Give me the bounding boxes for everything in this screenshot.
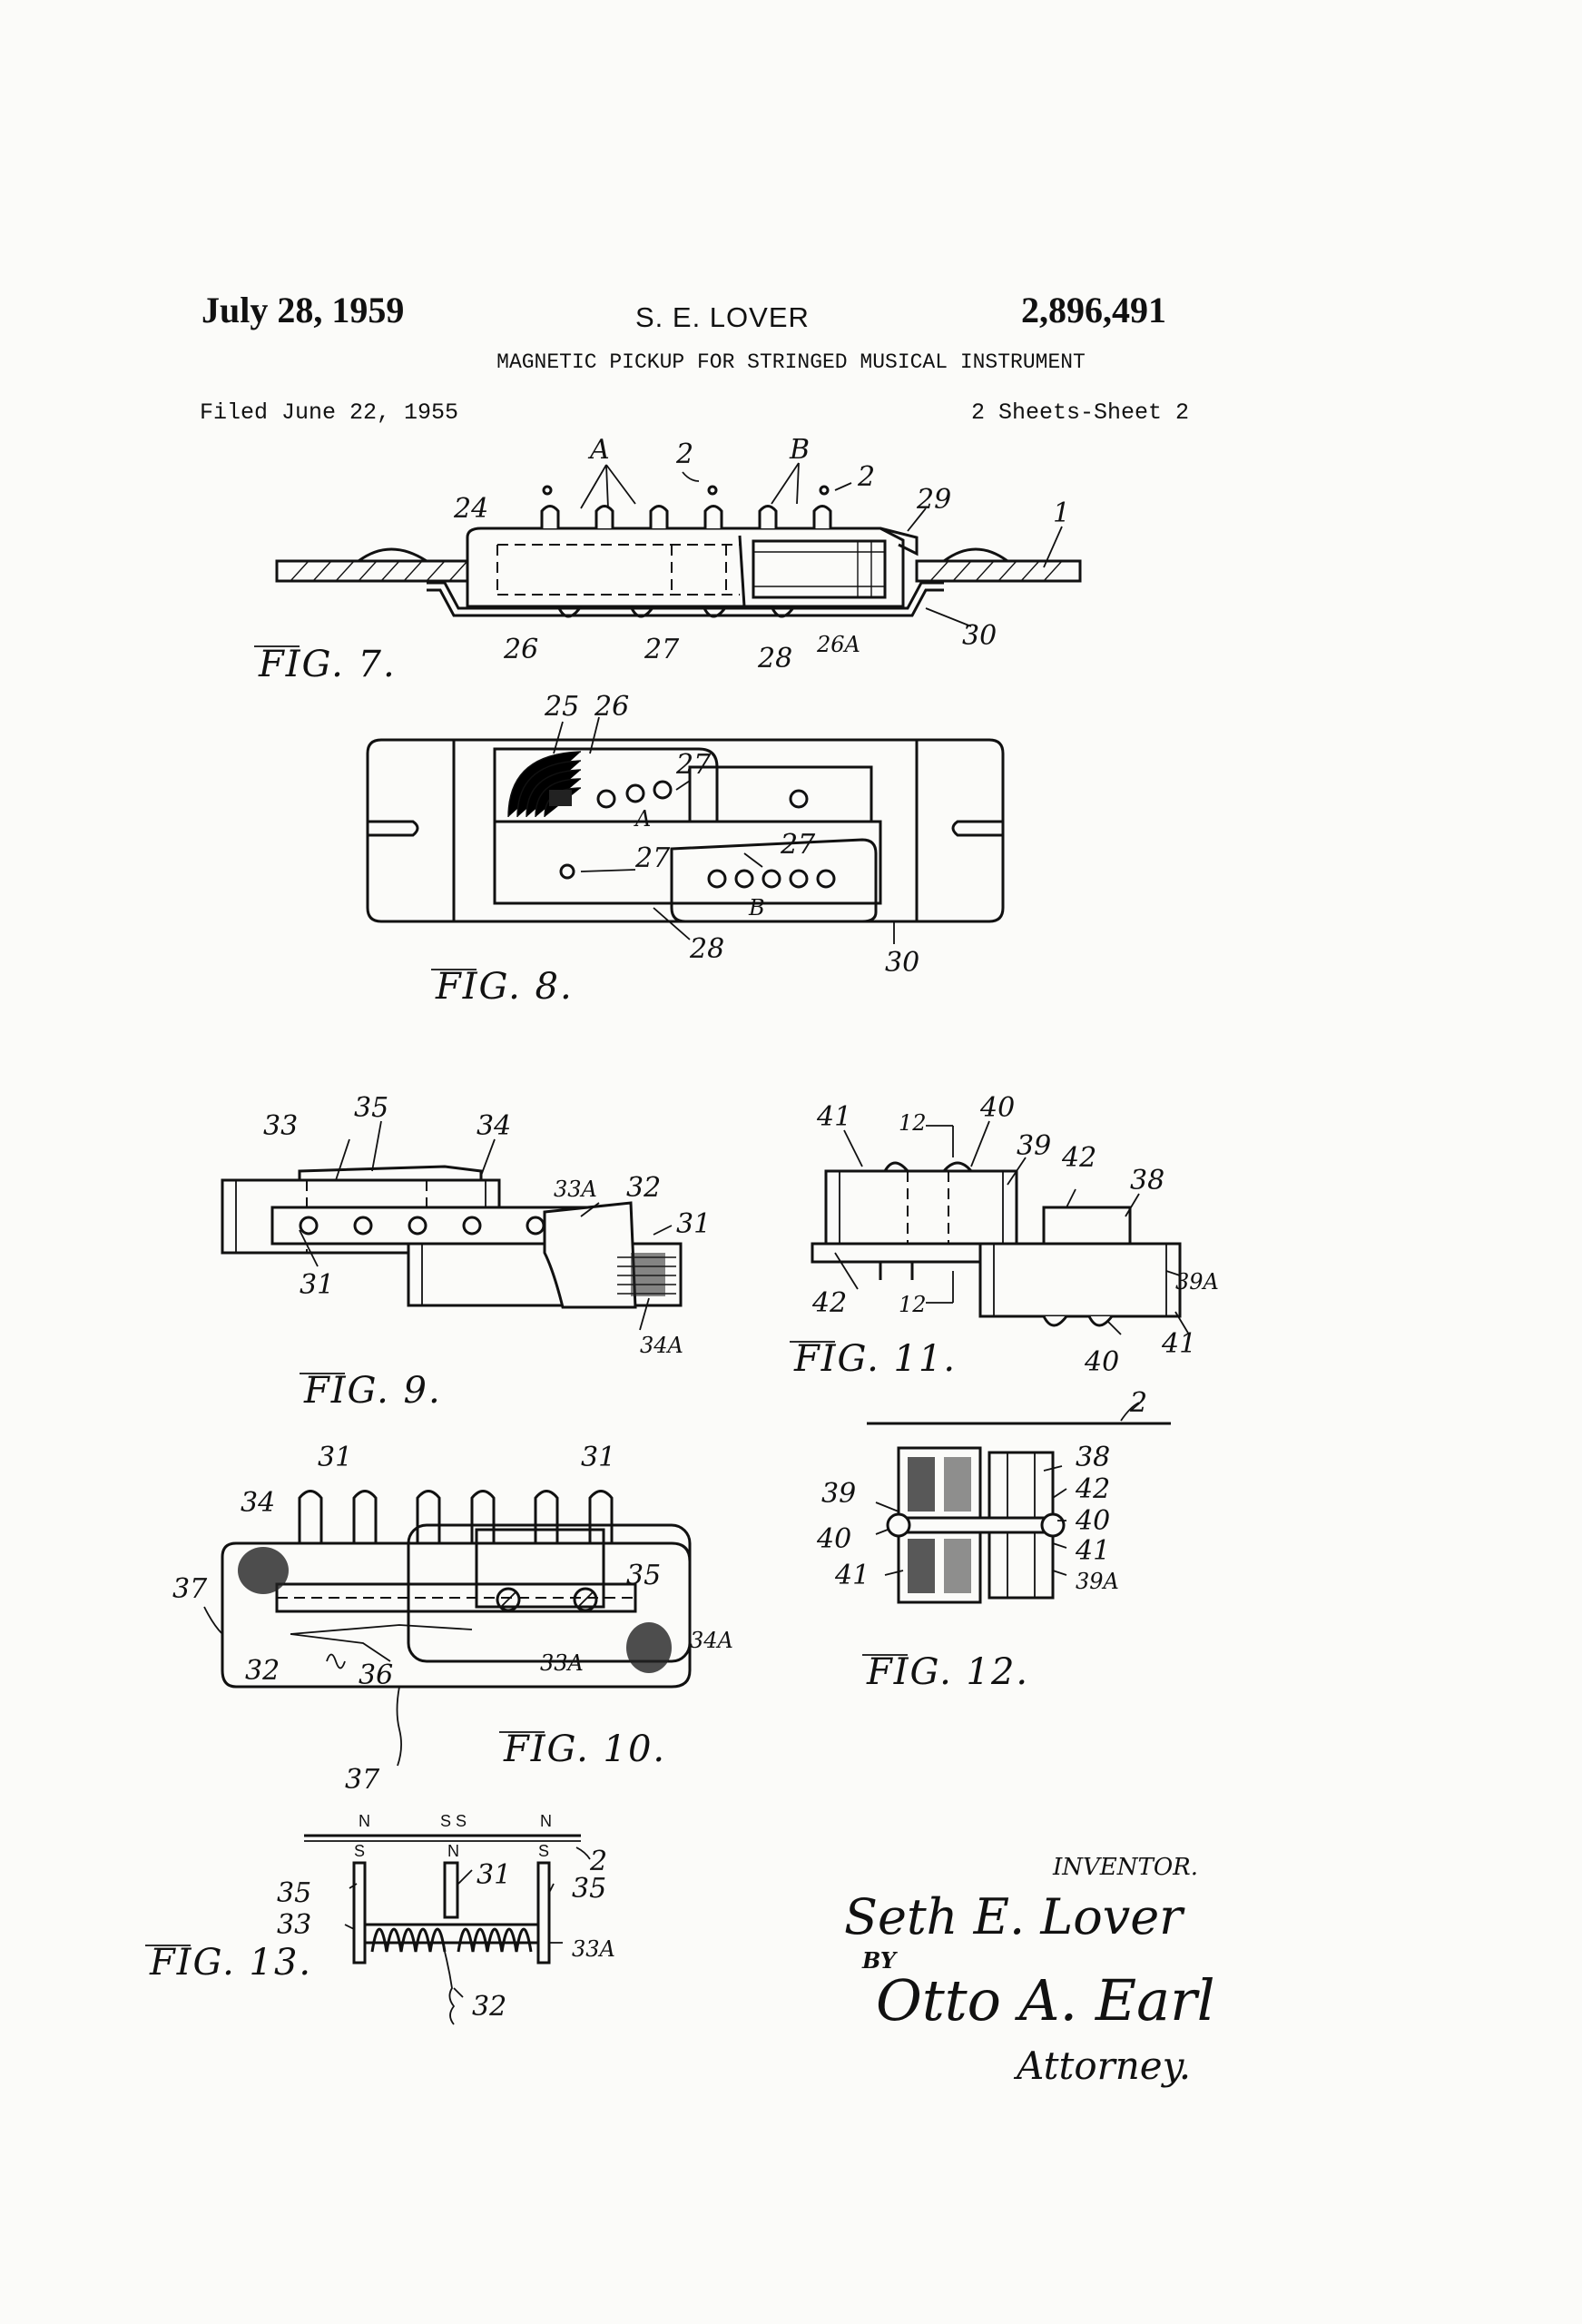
figure-8: 25 26 27 A 27 27 B 28 30 FIG. 8. bbox=[366, 691, 1005, 1008]
inventor-signature: Seth E. Lover bbox=[844, 1888, 1185, 1945]
fig8-label-28: 28 bbox=[689, 933, 724, 965]
fig7-label-28: 28 bbox=[757, 643, 792, 675]
fig13-pole-n3: N bbox=[447, 1842, 459, 1860]
by-label: BY bbox=[861, 1947, 899, 1974]
fig8-label-A: A bbox=[634, 806, 651, 832]
fig8-label-27b: 27 bbox=[634, 842, 671, 874]
fig11-label-12b: 12 bbox=[899, 1292, 927, 1317]
patent-title: MAGNETIC PICKUP FOR STRINGED MUSICAL INS… bbox=[496, 350, 1086, 374]
fig13-label-35a: 35 bbox=[277, 1877, 311, 1909]
fig8-label-B: B bbox=[748, 895, 765, 921]
fig11-label-40a: 40 bbox=[979, 1092, 1015, 1124]
fig13-label-32: 32 bbox=[472, 1991, 506, 2023]
fig7-label-A: A bbox=[587, 434, 610, 466]
inventor-label: INVENTOR. bbox=[1052, 1854, 1198, 1881]
fig7-label-30: 30 bbox=[962, 620, 997, 652]
fig9-label-34: 34 bbox=[477, 1110, 511, 1142]
fig10-caption: FIG. 10. bbox=[503, 1728, 666, 1770]
fig10-label-37a: 37 bbox=[172, 1573, 208, 1605]
fig7-label-2a: 2 bbox=[675, 438, 693, 470]
fig10-label-34: 34 bbox=[241, 1487, 275, 1519]
fig12-label-38: 38 bbox=[1076, 1442, 1110, 1473]
fig10-label-31a: 31 bbox=[318, 1442, 352, 1473]
fig13-caption: FIG. 13. bbox=[149, 1942, 312, 1984]
patent-number: 2,896,491 bbox=[1021, 290, 1166, 330]
fig12-label-39: 39 bbox=[821, 1478, 856, 1510]
fig12-label-39A: 39A bbox=[1076, 1569, 1119, 1594]
fig8-label-25: 25 bbox=[544, 691, 579, 723]
fig13-label-33A: 33A bbox=[572, 1936, 615, 1962]
fig11-label-39: 39 bbox=[1017, 1130, 1051, 1162]
fig10-label-33A: 33A bbox=[540, 1650, 584, 1676]
signature-block: INVENTOR. Seth E. Lover BY Otto A. Earl … bbox=[844, 1854, 1215, 2088]
fig8-label-30: 30 bbox=[885, 947, 919, 979]
fig11-caption: FIG. 11. bbox=[793, 1338, 957, 1380]
fig9-label-31a: 31 bbox=[676, 1208, 711, 1240]
fig12-label-40b: 40 bbox=[1075, 1505, 1110, 1537]
fig9-label-31b: 31 bbox=[300, 1269, 334, 1301]
fig8-label-27c: 27 bbox=[780, 829, 816, 861]
fig13-label-35b: 35 bbox=[572, 1873, 606, 1905]
fig7-label-1: 1 bbox=[1053, 497, 1070, 529]
fig11-label-42b: 42 bbox=[811, 1287, 847, 1319]
figure-13: N S S N S N S 2 35 31 35 33 33A 32 FIG. … bbox=[145, 1812, 615, 2025]
fig13-pole-n1: N bbox=[359, 1812, 370, 1830]
inventor-header: S. E. LOVER bbox=[635, 301, 810, 333]
fig12-label-42: 42 bbox=[1075, 1473, 1110, 1505]
fig9-label-33A: 33A bbox=[554, 1177, 597, 1202]
fig12-label-41b: 41 bbox=[1075, 1535, 1110, 1567]
fig13-label-2: 2 bbox=[589, 1846, 607, 1877]
fig10-label-35: 35 bbox=[626, 1560, 661, 1591]
figure-12: 2 39 38 42 40 40 41 41 39A FIG. 12. bbox=[816, 1387, 1171, 1693]
fig10-label-34A: 34A bbox=[690, 1628, 733, 1653]
patent-date: July 28, 1959 bbox=[201, 290, 405, 330]
fig13-pole-s2: S bbox=[538, 1842, 549, 1860]
fig9-label-35: 35 bbox=[354, 1092, 388, 1124]
fig11-label-12a: 12 bbox=[899, 1110, 927, 1136]
fig13-pole-s1: S bbox=[354, 1842, 365, 1860]
fig9-label-32: 32 bbox=[626, 1172, 661, 1204]
attorney-signature: Otto A. Earl bbox=[876, 1967, 1215, 2034]
fig7-label-26: 26 bbox=[503, 634, 538, 665]
fig10-label-37b: 37 bbox=[345, 1764, 380, 1796]
fig13-label-31: 31 bbox=[477, 1859, 511, 1891]
fig12-caption: FIG. 12. bbox=[866, 1651, 1029, 1693]
fig9-label-34A: 34A bbox=[640, 1333, 683, 1358]
fig7-label-24: 24 bbox=[453, 493, 488, 525]
figure-10: 34 31 31 37 35 32 36 33A 34A 37 FIG. 10. bbox=[172, 1442, 733, 1796]
fig8-label-26: 26 bbox=[594, 691, 629, 723]
fig11-label-42a: 42 bbox=[1061, 1142, 1096, 1174]
figure-7: 24 A 2 B 2 29 1 26 27 28 26A 30 FIG. 7. bbox=[254, 434, 1082, 685]
fig11-label-41b: 41 bbox=[1161, 1328, 1196, 1360]
fig7-caption: FIG. 7. bbox=[258, 644, 397, 685]
fig13-pole-ss: S S bbox=[440, 1812, 467, 1830]
fig9-caption: FIG. 9. bbox=[303, 1370, 442, 1412]
fig10-label-36: 36 bbox=[359, 1659, 393, 1691]
fig7-label-B: B bbox=[789, 434, 810, 466]
fig10-label-32: 32 bbox=[245, 1655, 280, 1687]
fig7-label-2b: 2 bbox=[857, 461, 875, 493]
figure-9: 33 35 34 33A 32 31 31 34A FIG. 9. bbox=[221, 1092, 711, 1412]
filed-date: Filed June 22, 1955 bbox=[200, 399, 459, 426]
attorney-label: Attorney. bbox=[1013, 2043, 1191, 2088]
fig11-label-40b: 40 bbox=[1084, 1346, 1119, 1378]
fig7-label-27: 27 bbox=[644, 634, 680, 665]
fig7-label-29: 29 bbox=[916, 484, 951, 516]
fig12-label-41a: 41 bbox=[834, 1560, 870, 1591]
fig10-label-31b: 31 bbox=[581, 1442, 615, 1473]
sheet-count: 2 Sheets-Sheet 2 bbox=[971, 399, 1190, 426]
fig8-caption: FIG. 8. bbox=[435, 966, 574, 1008]
fig8-label-27a: 27 bbox=[675, 749, 712, 781]
figure-11: 41 12 40 39 42 38 42 12 39A 40 41 FIG. 1… bbox=[790, 1092, 1219, 1380]
fig11-label-41a: 41 bbox=[816, 1101, 851, 1133]
fig12-label-2: 2 bbox=[1129, 1387, 1147, 1419]
fig11-label-38: 38 bbox=[1130, 1165, 1164, 1196]
fig11-label-39A: 39A bbox=[1175, 1269, 1219, 1295]
fig13-pole-n2: N bbox=[540, 1812, 552, 1830]
fig9-label-33: 33 bbox=[263, 1110, 298, 1142]
fig13-label-33: 33 bbox=[277, 1909, 311, 1941]
fig12-label-40a: 40 bbox=[816, 1523, 851, 1555]
fig7-label-26A: 26A bbox=[816, 632, 860, 657]
